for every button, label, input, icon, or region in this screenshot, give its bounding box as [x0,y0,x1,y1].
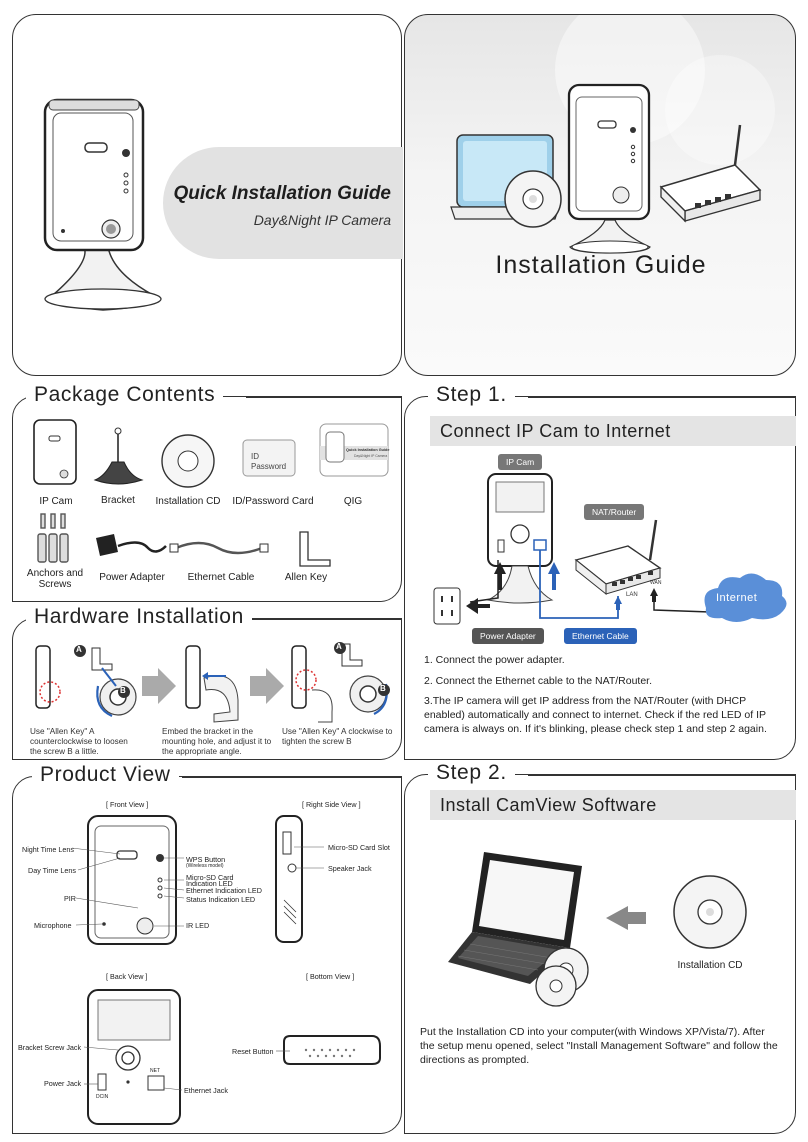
lan-label: LAN [626,592,638,598]
back-dcin-label: DCIN [96,1094,109,1100]
package-item-adapter: Power Adapter [99,572,165,583]
step1-rule [528,396,796,398]
cover-left-panel: Quick Installation Guide Day&Night IP Ca… [12,14,403,376]
package-item-qig: QIG [343,496,363,507]
bottom-label-reset: Reset Button [232,1047,274,1056]
hardware-rule [250,618,402,620]
package-item-idcard: ID/Password Card [232,496,314,507]
package-item-anchors: Anchors and Screws [26,568,84,590]
step1-line-3: 3.The IP camera will get IP address from… [424,695,767,735]
cover-title: Quick Installation Guide [173,183,391,204]
id-card-line2: Password [251,462,287,471]
back-net-label: NET [150,1068,160,1074]
step2-heading: Step 2. [428,761,515,785]
front-label-wireless: (Wireless model) [186,863,224,869]
product-rule [182,776,402,778]
package-heading: Package Contents [26,383,224,407]
step2-subheading: Install CamView Software [430,790,796,820]
front-label-pir: PIR [64,894,76,903]
tag-ethernet-cable: Ethernet Cable [564,628,637,644]
bubble [665,55,775,165]
package-item-ipcam: IP Cam [39,496,73,507]
back-label-power: Power Jack [44,1079,82,1088]
cover-right-panel: Installation Guide [404,14,796,376]
wan-label: WAN [650,580,662,586]
front-label-status-led: Status Indication LED [186,895,256,904]
package-item-cable: Ethernet Cable [187,572,255,583]
front-label-night: Night Time Lens [22,845,74,854]
internet-cloud-label: Internet [716,592,758,604]
step2-rule [528,774,796,776]
camera-illustration [43,98,162,311]
front-label-ir-led: IR LED [186,921,210,930]
tag-power-adapter: Power Adapter [472,628,544,644]
id-card-line1: ID [251,452,259,461]
cover-devices-illustration [450,83,762,254]
front-label-mic: Microphone [34,921,72,930]
back-view-label: [ Back View ] [106,972,148,981]
front-label-sd: Micro-SD Card [186,873,234,882]
hardware-caption-3: Use "Allen Key" A clockwise to tighten t… [282,727,393,746]
qig-thumb-title: Quick Installation Guide [346,448,390,452]
product-heading: Product View [32,763,179,787]
marker-b: B [120,686,126,695]
right-view-label: [ Right Side View ] [302,800,361,809]
cover-subtitle: Day&Night IP Camera [253,212,391,228]
front-label-eth-led: Ethernet Indication LED [186,886,262,895]
step2-panel [404,774,796,1134]
back-label-eth: Ethernet Jack [184,1086,228,1095]
back-label-bracket: Bracket Screw Jack [18,1043,82,1052]
hardware-caption-1: Use "Allen Key" A counterclockwise to lo… [30,727,128,756]
product-panel [12,776,402,1134]
package-rule [246,396,402,398]
front-view-label: [ Front View ] [106,800,149,809]
hardware-heading: Hardware Installation [26,605,252,629]
bottom-view-label: [ Bottom View ] [306,972,355,981]
step1-line-2: 2. Connect the Ethernet cable to the NAT… [424,675,653,687]
marker-b: B [380,684,386,693]
qig-thumb-sub: Day&Night IP Camera [354,454,388,458]
marker-a: A [336,642,342,651]
cover-title-band [163,147,403,259]
step1-subheading: Connect IP Cam to Internet [430,416,796,446]
right-label-sd-slot: Micro-SD Card Slot [328,843,390,852]
front-label-sd-led: Indication LED [186,879,233,888]
right-label-speaker: Speaker Jack [328,864,372,873]
installation-cd-label: Installation CD [677,960,743,971]
package-item-bracket: Bracket [101,495,135,506]
front-label-day: Day Time Lens [28,866,76,875]
hardware-caption-2: Embed the bracket in the mounting hole, … [162,727,272,756]
front-label-wps: WPS Button [186,855,226,864]
tag-nat-router: NAT/Router [584,504,645,520]
package-item-allenkey: Allen Key [284,572,328,583]
cover-right-title: Installation Guide [495,251,707,279]
package-item-cd: Installation CD [155,496,221,507]
step2-instructions: Put the Installation CD into your comput… [420,1026,778,1066]
marker-a: A [76,645,82,654]
tag-ip-cam: IP Cam [498,454,543,470]
step1-line-1: 1. Connect the power adapter. [424,654,565,666]
step1-heading: Step 1. [428,383,515,407]
